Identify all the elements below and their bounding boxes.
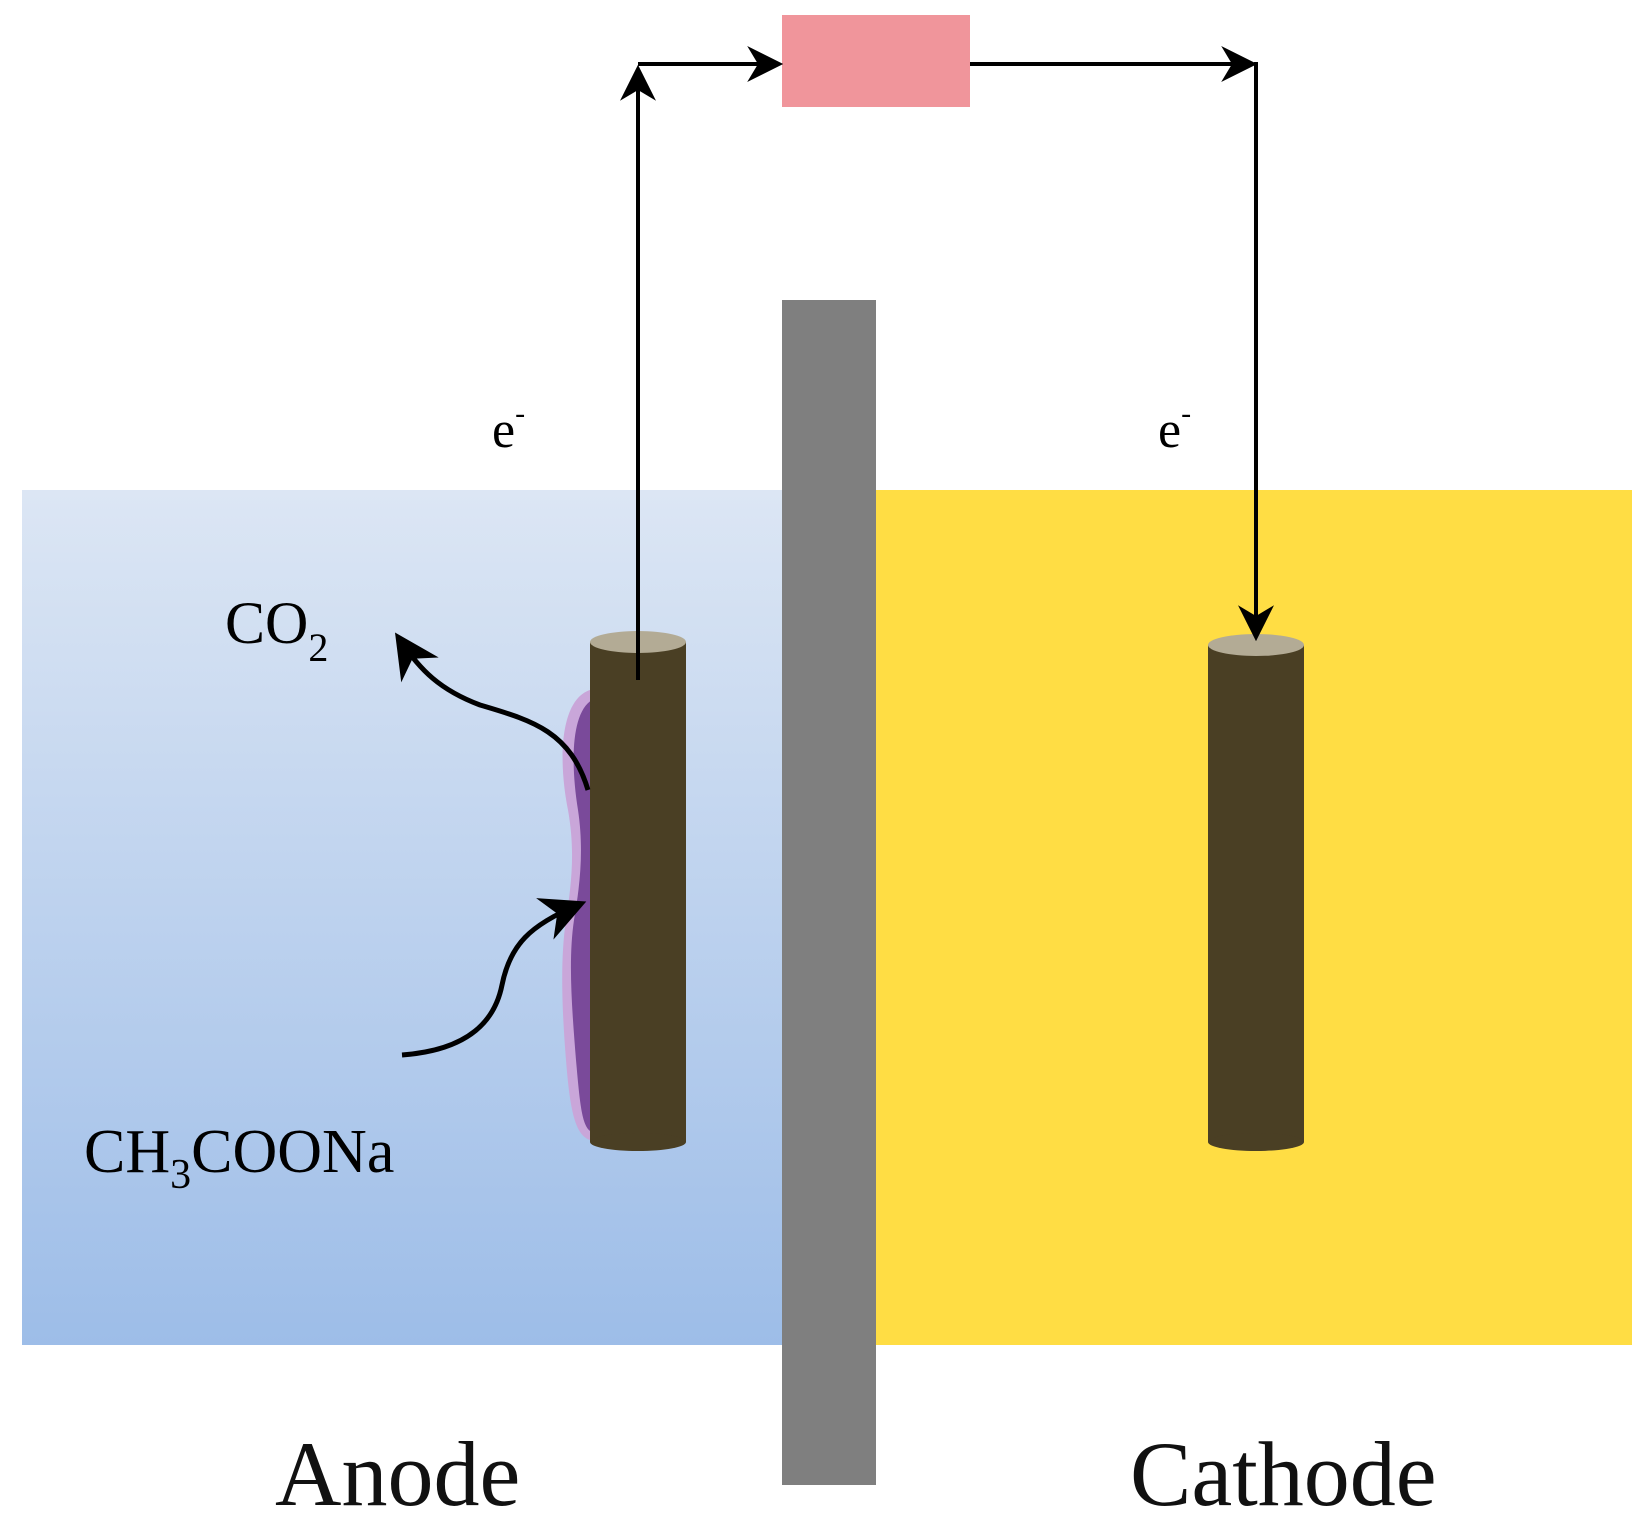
acetate-uptake-arrow <box>401 898 587 1058</box>
cathode-electrode <box>1208 634 1304 1151</box>
acetate-label: CH3COONa <box>84 1118 394 1198</box>
cathode-label: Cathode <box>1130 1423 1437 1525</box>
external-resistor <box>782 15 970 107</box>
anode-electrode <box>590 631 686 1151</box>
co2-label: CO2 <box>225 590 328 670</box>
electron-label-anode: e- <box>492 397 525 459</box>
membrane <box>782 300 876 1485</box>
co2-release-arrow <box>395 632 591 791</box>
anode-label: Anode <box>275 1423 520 1525</box>
electron-label-cathode: e- <box>1158 397 1191 459</box>
